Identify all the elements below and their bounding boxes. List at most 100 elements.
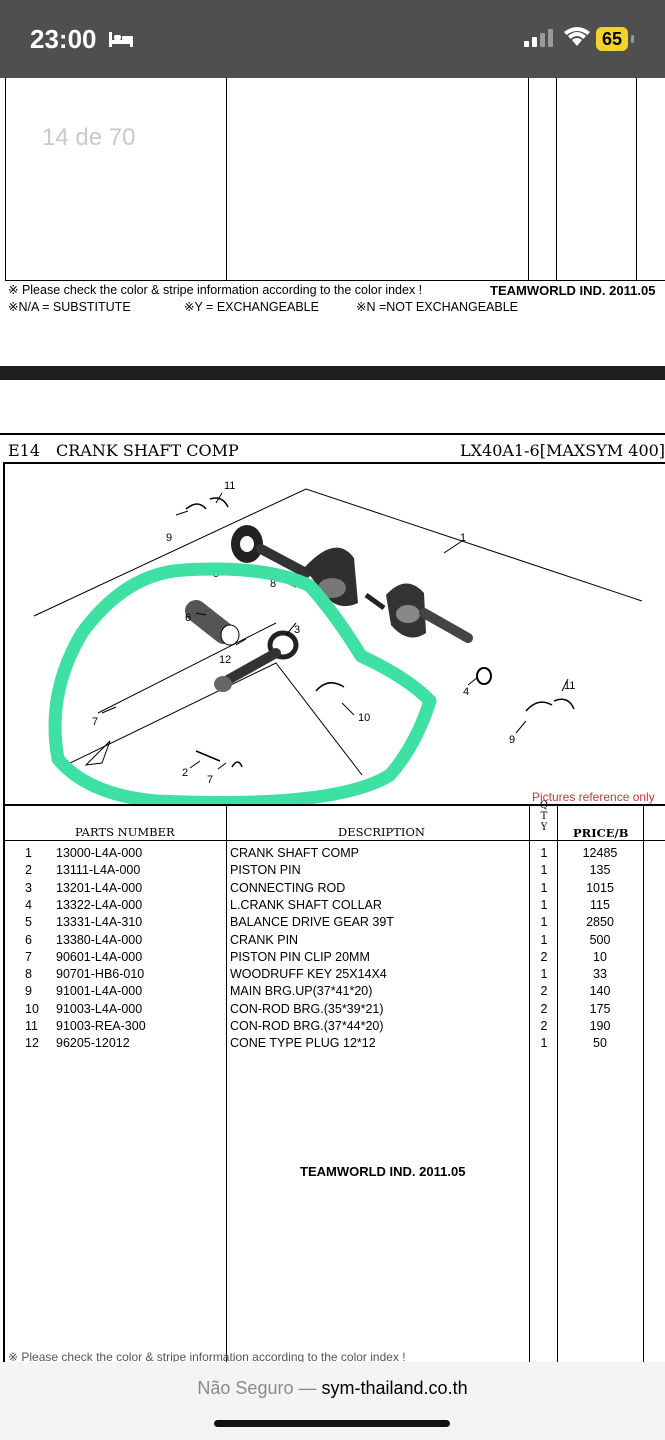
callout-labels: 11 9 1 5 8 6 3 12 4 11 7 10 9 2 7 — [92, 480, 575, 786]
home-indicator[interactable] — [214, 1420, 450, 1427]
page-divider — [0, 366, 665, 380]
assembly-outline — [63, 662, 363, 776]
clock: 23:00 — [30, 24, 97, 54]
table-header-rule — [3, 840, 665, 841]
callout-label: 7 — [207, 774, 213, 786]
part-description: PISTON PIN — [230, 863, 301, 878]
part-description: CONNECTING ROD — [230, 880, 346, 895]
item-number: 4 — [25, 897, 32, 912]
price: 10 — [593, 949, 607, 964]
table-border — [5, 78, 6, 280]
item-number: 10 — [25, 1001, 39, 1016]
callout-label: 11 — [564, 680, 575, 692]
quantity: 1 — [540, 880, 548, 895]
callout-label: 1 — [460, 532, 466, 544]
header-bottom-rule — [3, 462, 665, 464]
status-bar: 23:00 65 — [0, 0, 665, 78]
column-header-parts-number: PARTS NUMBER — [75, 825, 175, 839]
callout-label: 7 — [92, 716, 98, 728]
quantity: 2 — [540, 949, 548, 964]
part-description: CON-ROD BRG.(37*44*20) — [230, 1019, 384, 1033]
part-description: CONE TYPE PLUG 12*12 — [230, 1036, 376, 1051]
crankshaft-illustration — [231, 525, 492, 685]
callout-label: 4 — [463, 686, 469, 698]
part-description: BALANCE DRIVE GEAR 39T — [230, 915, 394, 930]
item-number: 5 — [25, 915, 32, 930]
quantity: 2 — [540, 1001, 548, 1016]
callout-label: 11 — [224, 480, 235, 492]
pictures-reference-note: Pictures reference only — [532, 790, 655, 804]
part-description: WOODRUFF KEY 25X14X4 — [230, 967, 387, 982]
substitute-note: ※N/A = SUBSTITUTE — [8, 300, 131, 314]
quantity: 1 — [540, 897, 548, 912]
separator: — — [298, 1378, 317, 1398]
callout-label: 10 — [358, 712, 370, 724]
table-border — [556, 78, 557, 280]
item-number: 2 — [25, 863, 32, 878]
exploded-parts-diagram: 11 9 1 5 8 6 3 12 4 11 7 10 9 2 7 — [33, 480, 643, 805]
callout-label: 9 — [509, 734, 515, 746]
callout-label: 2 — [182, 767, 188, 779]
part-number: 90601-L4A-000 — [56, 949, 143, 964]
price: 33 — [593, 967, 607, 982]
item-number: 8 — [25, 967, 32, 982]
table-bottom-border — [5, 280, 665, 281]
column-divider — [529, 806, 530, 1362]
item-number: 1 — [25, 846, 32, 860]
price: 190 — [589, 1019, 611, 1033]
address-display[interactable]: Não Seguro — sym-thailand.co.th — [0, 1378, 665, 1399]
color-index-note: ※ Please check the color & stripe inform… — [8, 283, 423, 297]
part-description: CON-ROD BRG.(35*39*21) — [230, 1001, 384, 1016]
price: 50 — [593, 1036, 607, 1051]
table-row: 10 91003-L4A-000 CON-ROD BRG.(35*39*21) 2 17… — [0, 1002, 665, 1019]
frame-left — [3, 462, 5, 1362]
part-description: L.CRANK SHAFT COLLAR — [230, 897, 382, 912]
section-title: CRANK SHAFT COMP — [56, 441, 239, 460]
column-header-price: PRICE/B — [573, 826, 629, 840]
column-header-qty: Q T Y — [539, 800, 549, 833]
quantity: 1 — [540, 846, 548, 860]
column-divider — [226, 806, 227, 1362]
exchangeable-note: ※Y = EXCHANGEABLE — [184, 300, 319, 314]
callout-label: 6 — [185, 612, 191, 624]
color-index-note: ※ Please check the color & stripe inform… — [8, 1350, 406, 1364]
table-top-rule — [3, 804, 665, 806]
part-number: 90701-HB6-010 — [56, 967, 145, 982]
hand-drawn-highlight — [48, 562, 437, 805]
battery-icon: 65 — [596, 27, 628, 51]
part-description: PISTON PIN CLIP 20MM — [230, 949, 370, 964]
price: 175 — [589, 1001, 611, 1016]
quantity: 1 — [540, 863, 548, 878]
callout-label: 9 — [166, 532, 172, 544]
part-number: 13331-L4A-310 — [56, 915, 143, 930]
callout-label: 8 — [270, 578, 276, 590]
item-number: 9 — [25, 984, 32, 999]
column-divider — [643, 806, 644, 1362]
quantity: 2 — [540, 1019, 548, 1033]
company-stamp: TEAMWORLD IND. 2011.05 — [490, 283, 656, 298]
table-border — [636, 78, 637, 280]
price: 140 — [589, 984, 611, 999]
table-row: 8 90701-HB6-010 WOODRUFF KEY 25X14X4 1 33 — [0, 967, 665, 984]
part-number: 13201-L4A-000 — [56, 880, 143, 895]
browser-url-bar[interactable] — [0, 1362, 665, 1440]
price: 135 — [589, 863, 611, 878]
part-description: CRANK SHAFT COMP — [230, 846, 359, 860]
quantity: 1 — [540, 967, 548, 982]
page-counter: 14 de 70 — [42, 124, 136, 151]
column-header-description: DESCRIPTION — [338, 825, 425, 839]
wifi-icon — [564, 27, 590, 46]
column-divider — [557, 806, 558, 1362]
header-top-rule — [0, 433, 665, 435]
not-exchangeable-note: ※N =NOT EXCHANGEABLE — [356, 300, 519, 314]
part-number: 91003-L4A-000 — [56, 1001, 143, 1016]
part-number: 91003-REA-300 — [56, 1019, 146, 1033]
bearing-illustrations — [185, 497, 575, 762]
callout-label: 3 — [294, 624, 300, 636]
